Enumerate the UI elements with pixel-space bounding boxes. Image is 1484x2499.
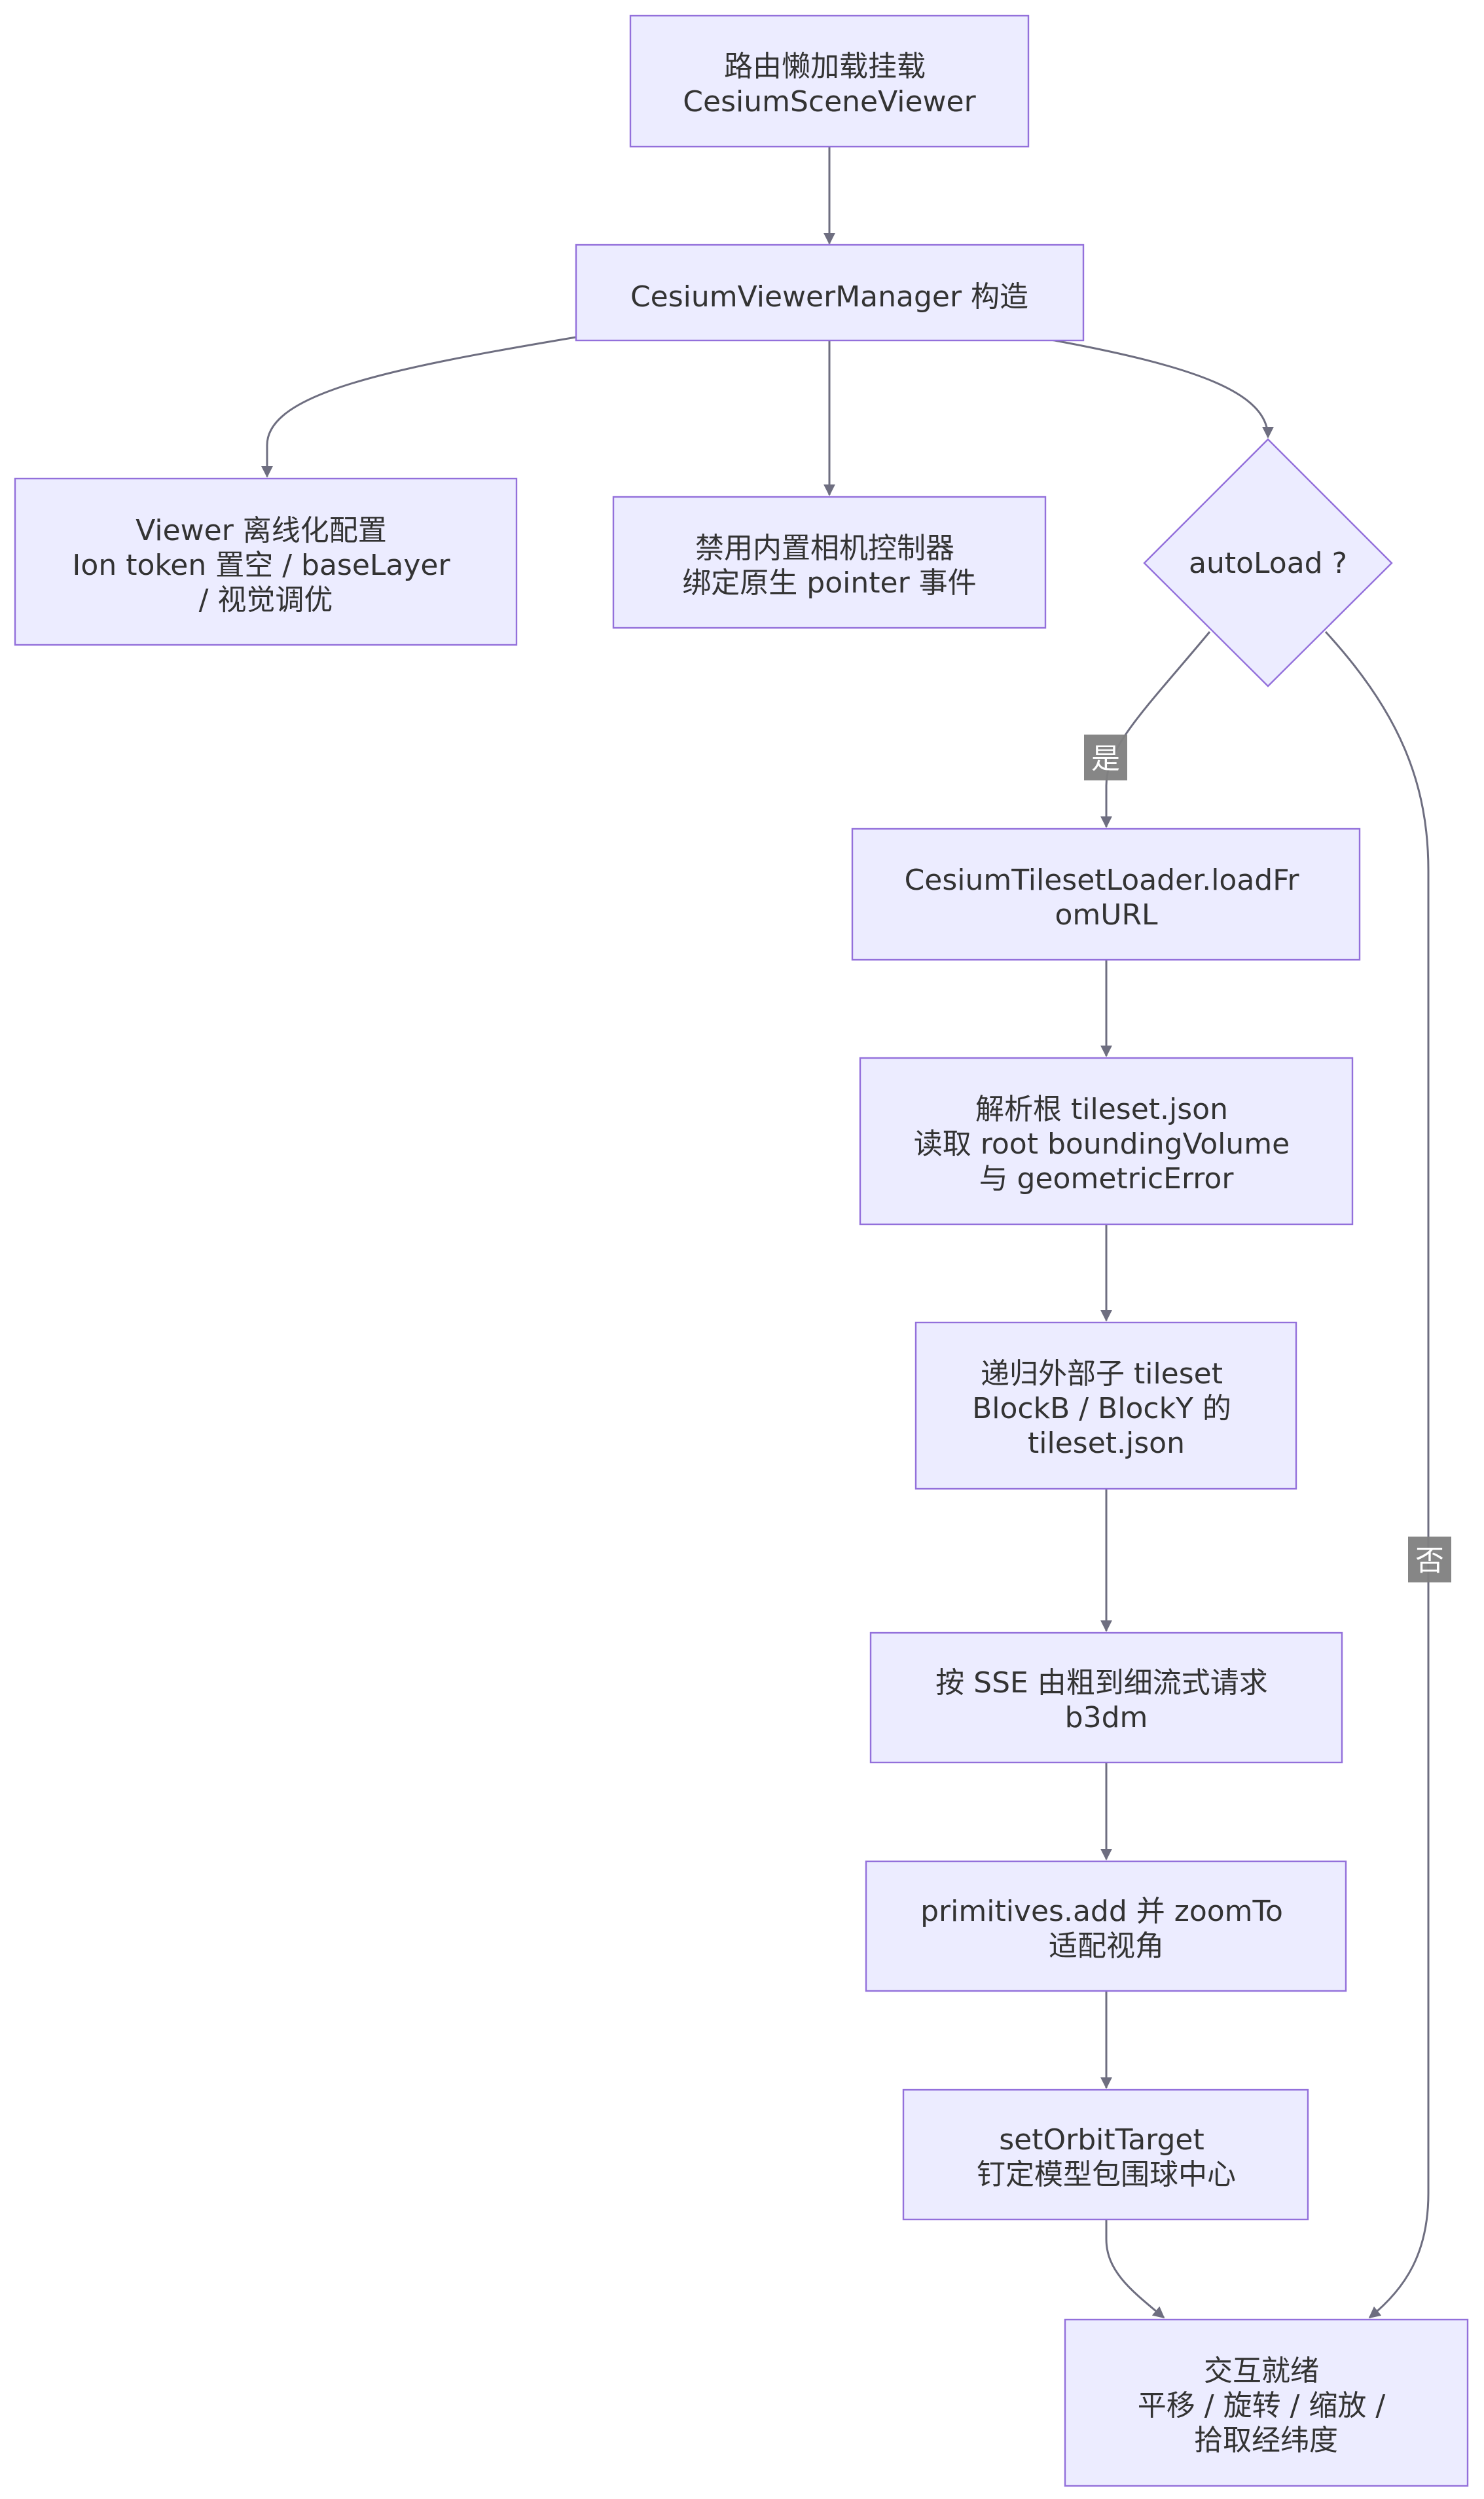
node-parse-root-line-1: 解析根 tileset.json (975, 1093, 1228, 1126)
edge-orbit-to-ready (1105, 2219, 1165, 2319)
node-primitives-line-1: primitives.add 并 zoomTo (920, 1895, 1283, 1928)
node-orbit: setOrbitTarget 钉定模型包围球中心 (902, 2089, 1309, 2221)
svg-text:Viewer 离线化配置 Ion token 置: Viewer 离线化配置 Ion token 置空 / baseLayer / … (72, 514, 459, 617)
node-manager: CesiumViewerManager 构造 (575, 244, 1085, 342)
node-lazy-mount-line-2: CesiumSceneViewer (683, 85, 976, 119)
svg-text:CesiumTilesetLoader.loadFr: CesiumTilesetLoader.loadFr omURL (905, 864, 1309, 932)
edge-manager-to-autoload (1047, 338, 1274, 439)
node-lazy-mount: 路由懒加载挂载 CesiumSceneViewer (629, 14, 1030, 148)
node-recurse-line-2: BlockB / BlockY 的 (972, 1392, 1231, 1425)
edge-autoload-to-ready (1324, 630, 1430, 2319)
node-load-url: CesiumTilesetLoader.loadFr omURL (851, 828, 1361, 961)
node-parse-root: 解析根 tileset.json 读取 root boundingVolume … (859, 1057, 1354, 1226)
node-primitives: primitives.add 并 zoomTo 适配视角 (865, 1860, 1347, 1992)
svg-text:按 SSE 由粗到细流式请求 b3dm: 按 SSE 由粗到细流式请求 b3dm (935, 1666, 1277, 1734)
svg-text:解析根 tileset.json 读取 root: 解析根 tileset.json 读取 root boundingVolume … (914, 1093, 1299, 1195)
node-sse-line-1: 按 SSE 由粗到细流式请求 (935, 1666, 1268, 1700)
node-autoload-line-1: autoLoad ? (1189, 547, 1347, 580)
node-ready-line-3: 拾取经纬度 (1194, 2424, 1338, 2457)
node-ready-line-1: 交互就绪 (1204, 2354, 1319, 2388)
edge-manager-to-viewer-config (261, 336, 577, 478)
svg-text:递归外部子 tileset BlockB / B: 递归外部子 tileset BlockB / BlockY 的 tileset.… (972, 1357, 1240, 1460)
node-parse-root-line-3: 与 geometricError (979, 1162, 1235, 1195)
node-sse-line-2: b3dm (1065, 1701, 1148, 1734)
edge-autoload-to-load-url (1100, 631, 1211, 828)
node-orbit-line-2: 钉定模型包围球中心 (977, 2158, 1236, 2191)
svg-text:路由懒加载挂载 CesiumSceneViewe: 路由懒加载挂载 CesiumSceneViewer (683, 50, 976, 119)
edge-label-no: 否 (1408, 1537, 1451, 1582)
node-load-url-line-1: CesiumTilesetLoader.loadFr (905, 864, 1300, 897)
node-recurse: 递归外部子 tileset BlockB / BlockY 的 tileset.… (914, 1321, 1297, 1490)
svg-text:autoLoad ?: autoLoad ? (1189, 547, 1347, 580)
node-primitives-line-2: 适配视角 (1049, 1929, 1164, 1963)
node-viewer-config-line-1: Viewer 离线化配置 (136, 514, 387, 547)
node-ready: 交互就绪 平移 / 旋转 / 缩放 / 拾取经纬度 (1064, 2318, 1469, 2487)
node-load-url-line-2: omURL (1055, 898, 1158, 932)
edge-label-yes-text: 是 (1091, 742, 1120, 776)
node-manager-line-1: CesiumViewerManager 构造 (630, 280, 1028, 314)
node-viewer-config-line-3: / 视觉调优 (199, 583, 333, 617)
edge-label-no-text: 否 (1415, 1544, 1444, 1578)
edge-label-yes: 是 (1084, 735, 1127, 780)
node-recurse-line-1: 递归外部子 tileset (981, 1357, 1223, 1391)
node-sse: 按 SSE 由粗到细流式请求 b3dm (869, 1632, 1343, 1764)
svg-text:CesiumViewerManager 构造: CesiumViewerManager 构造 (630, 280, 1028, 314)
node-viewer-config: Viewer 离线化配置 Ion token 置空 / baseLayer / … (14, 477, 518, 646)
svg-text:setOrbitTarget 钉定模型包围球中心: setOrbitTarget 钉定模型包围球中心 (977, 2123, 1236, 2191)
svg-text:交互就绪 平移 / 旋转 / 缩放 /: 交互就绪 平移 / 旋转 / 缩放 / 拾取经纬度 (1138, 2354, 1394, 2457)
node-lazy-mount-line-1: 路由懒加载挂载 (724, 50, 926, 83)
svg-text:禁用内置相机控制器 绑定原生 pointer 事: 禁用内置相机控制器 绑定原生 pointer 事件 (682, 532, 976, 600)
node-viewer-config-line-2: Ion token 置空 / baseLayer (72, 549, 450, 582)
node-disable-camera-line-2: 绑定原生 pointer 事件 (682, 566, 976, 600)
node-disable-camera: 禁用内置相机控制器 绑定原生 pointer 事件 (612, 496, 1047, 629)
node-disable-camera-line-1: 禁用内置相机控制器 (695, 532, 954, 565)
node-ready-line-2: 平移 / 旋转 / 缩放 / (1138, 2389, 1386, 2422)
node-autoload-decision: autoLoad ? (1143, 438, 1393, 687)
node-orbit-line-1: setOrbitTarget (999, 2123, 1204, 2157)
node-recurse-line-3: tileset.json (1028, 1427, 1185, 1460)
svg-text:primitives.add 并 zoomTo: primitives.add 并 zoomTo 适配视角 (920, 1895, 1292, 1963)
node-parse-root-line-2: 读取 root boundingVolume (914, 1127, 1290, 1161)
edges (261, 147, 1430, 2319)
